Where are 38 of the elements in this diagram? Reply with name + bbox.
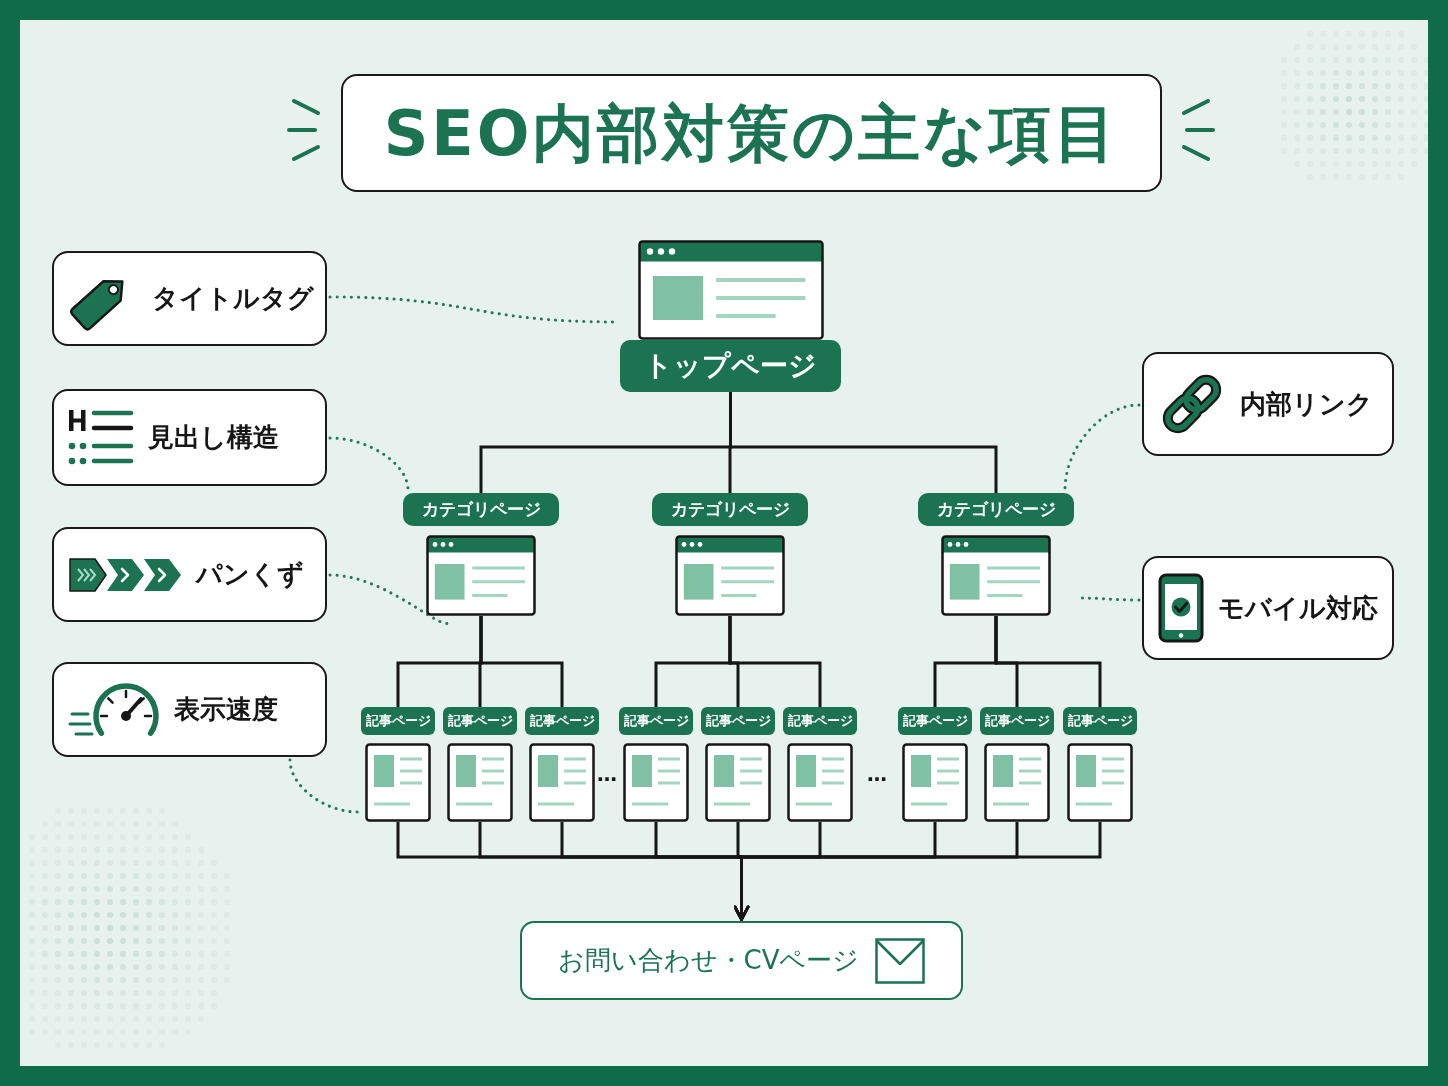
page-label: 記事ページ	[701, 707, 775, 735]
connector-line	[729, 392, 998, 493]
page-label: トップページ	[620, 340, 841, 392]
feature-label: パンくず	[196, 558, 304, 591]
leader-line	[1063, 403, 1141, 492]
cta-box	[520, 921, 963, 1000]
page-label: 記事ページ	[619, 707, 693, 735]
feature-card	[1142, 352, 1394, 456]
page-label: カテゴリページ	[403, 493, 559, 526]
feature-label: タイトルタグ	[152, 282, 314, 315]
feature-label: 内部リンク	[1240, 387, 1373, 421]
page-label: カテゴリページ	[918, 493, 1074, 526]
title-banner: SEO内部対策の主な項目	[341, 74, 1162, 192]
feature-card	[52, 389, 327, 486]
connector-line	[994, 616, 1102, 707]
feature-card	[1142, 556, 1394, 660]
feature-label: 表示速度	[174, 693, 278, 726]
ellipsis-mark: …	[867, 764, 887, 784]
page-label: 記事ページ	[783, 707, 857, 735]
page-label: 記事ページ	[980, 707, 1054, 735]
feature-label: 見出し構造	[148, 421, 279, 454]
page-label: 記事ページ	[1063, 707, 1137, 735]
leader-line	[288, 758, 360, 814]
arrow	[733, 822, 1102, 921]
page-label: 記事ページ	[898, 707, 972, 735]
leader-line	[328, 436, 410, 492]
page-label: カテゴリページ	[652, 493, 808, 526]
feature-card	[52, 527, 327, 622]
connector-line	[728, 616, 822, 707]
page-label: 記事ページ	[443, 707, 517, 735]
feature-card	[52, 662, 327, 757]
page-label: 記事ページ	[525, 707, 599, 735]
ellipsis-mark: …	[597, 764, 617, 784]
page-label: 記事ページ	[361, 707, 435, 735]
feature-card	[52, 251, 327, 346]
connector-line	[479, 616, 564, 707]
feature-label: モバイル対応	[1218, 591, 1378, 625]
cta-label: お問い合わせ・CVページ	[557, 944, 860, 977]
